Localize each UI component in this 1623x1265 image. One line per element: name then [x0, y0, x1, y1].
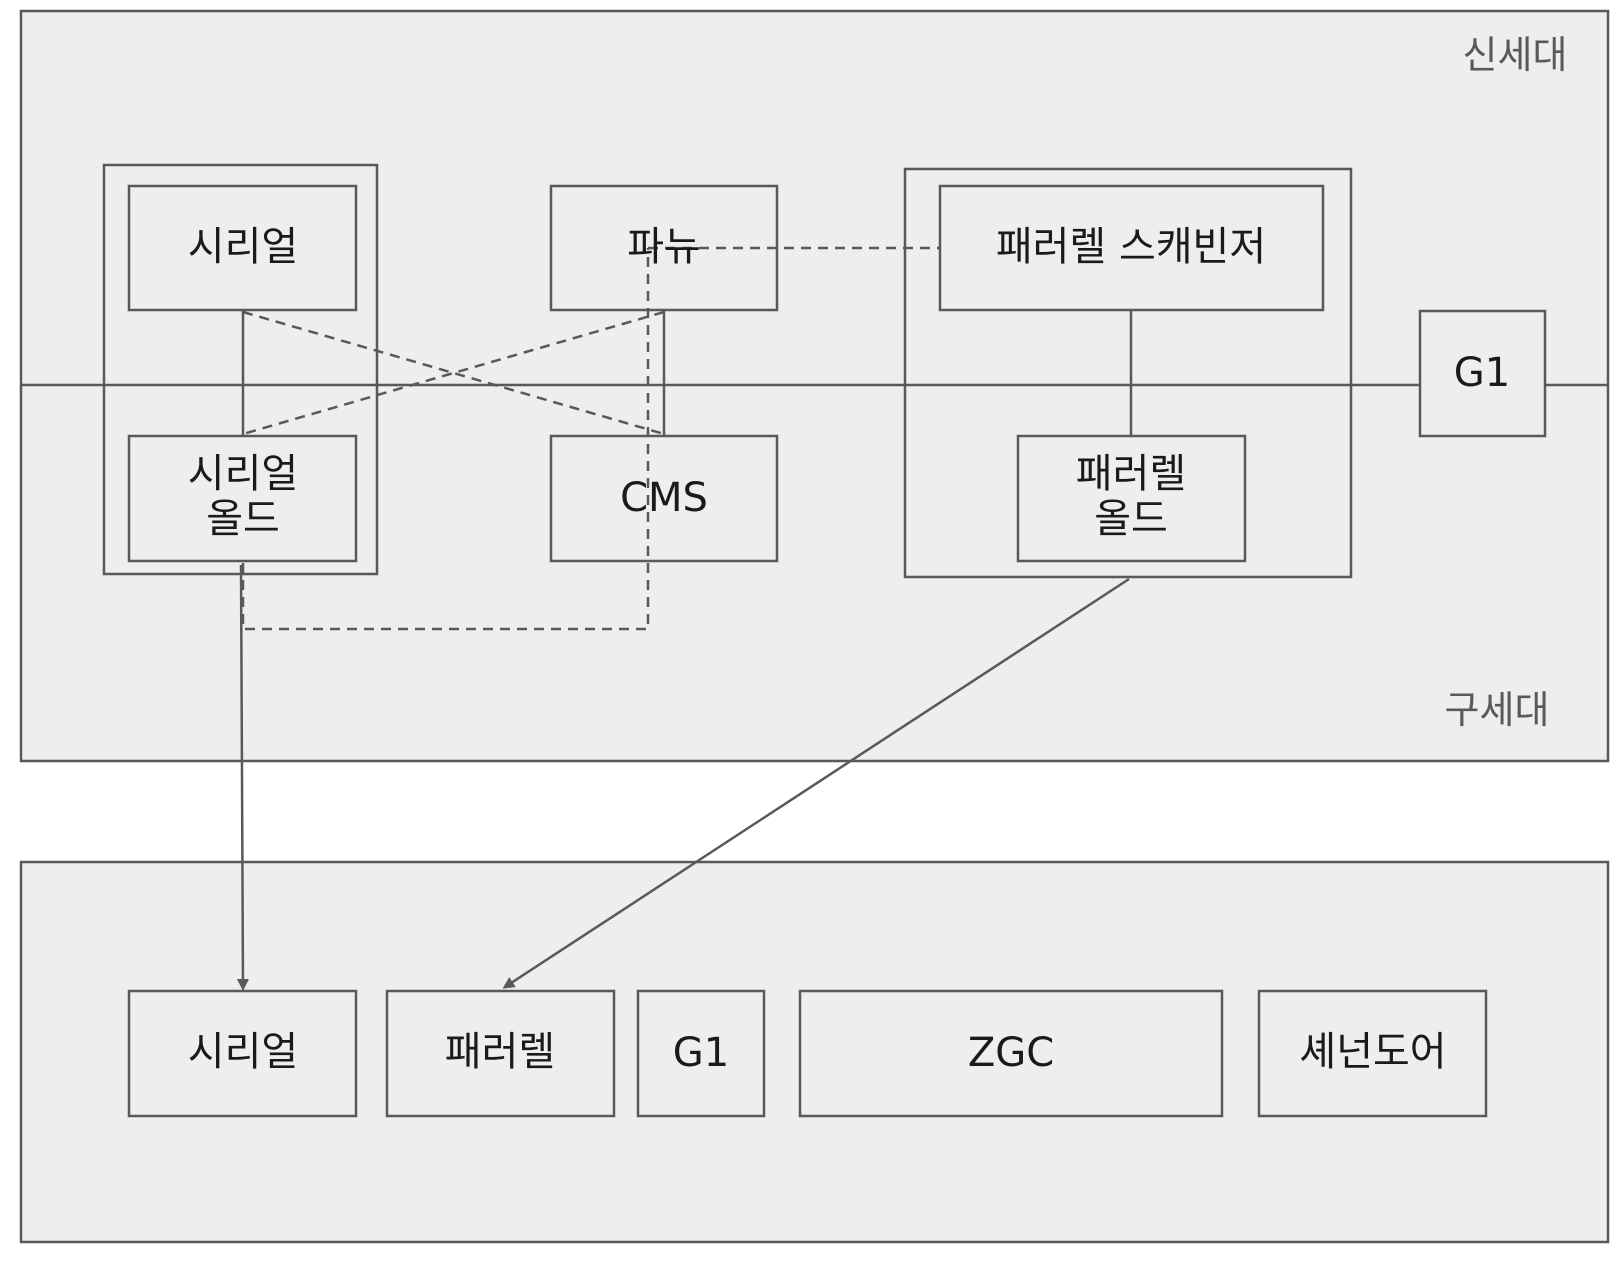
modern-serial-node-label: 시리얼	[188, 1029, 298, 1075]
g1-node	[1418, 309, 1547, 438]
parnew-node	[549, 184, 779, 312]
parallel-scavenge-node-label: 패러렐 스캐빈저	[996, 224, 1266, 270]
cms-node	[549, 434, 779, 563]
parallel-old-node-label-line2: 올드	[1094, 496, 1168, 542]
serial-node	[127, 184, 358, 312]
modern-g1-node	[636, 989, 766, 1118]
zgc-node-label: ZGC	[968, 1030, 1054, 1076]
g1-node-label: G1	[1454, 350, 1510, 396]
serial-to-cms-dashed-link	[242, 310, 665, 436]
young-generation-label: 신세대	[1463, 33, 1568, 77]
parnew-node-label: 파뉴	[627, 224, 701, 270]
parallel-old-to-parallel-arrow	[502, 577, 1130, 989]
modern-g1-node-label: G1	[673, 1030, 729, 1076]
parallel-old-node	[1016, 434, 1247, 563]
shenandoah-node	[1257, 989, 1488, 1118]
old-generation-label: 구세대	[1445, 688, 1550, 732]
serial-node-label: 시리얼	[188, 224, 298, 270]
shenandoah-node-label: 셰넌도어	[1299, 1029, 1446, 1075]
serial-old-to-serial-arrow	[236, 564, 249, 991]
parallel-group	[903, 167, 1353, 579]
modern-parallel-node-label: 패러렐	[445, 1029, 555, 1075]
serial-old-node	[127, 434, 358, 563]
parallel-old-node-label-line1: 패러렐	[1076, 451, 1186, 497]
modern-serial-node	[127, 989, 358, 1118]
parallel-scavenge-node	[938, 184, 1325, 312]
cms-node-label: CMS	[620, 475, 708, 521]
serial-old-node-label-line1: 시리얼	[188, 451, 298, 497]
serial-old-node-label-line2: 올드	[206, 496, 280, 542]
modern-parallel-node	[385, 989, 616, 1118]
parnew-to-serial-old-dashed-link	[242, 310, 665, 436]
zgc-node	[798, 989, 1224, 1118]
